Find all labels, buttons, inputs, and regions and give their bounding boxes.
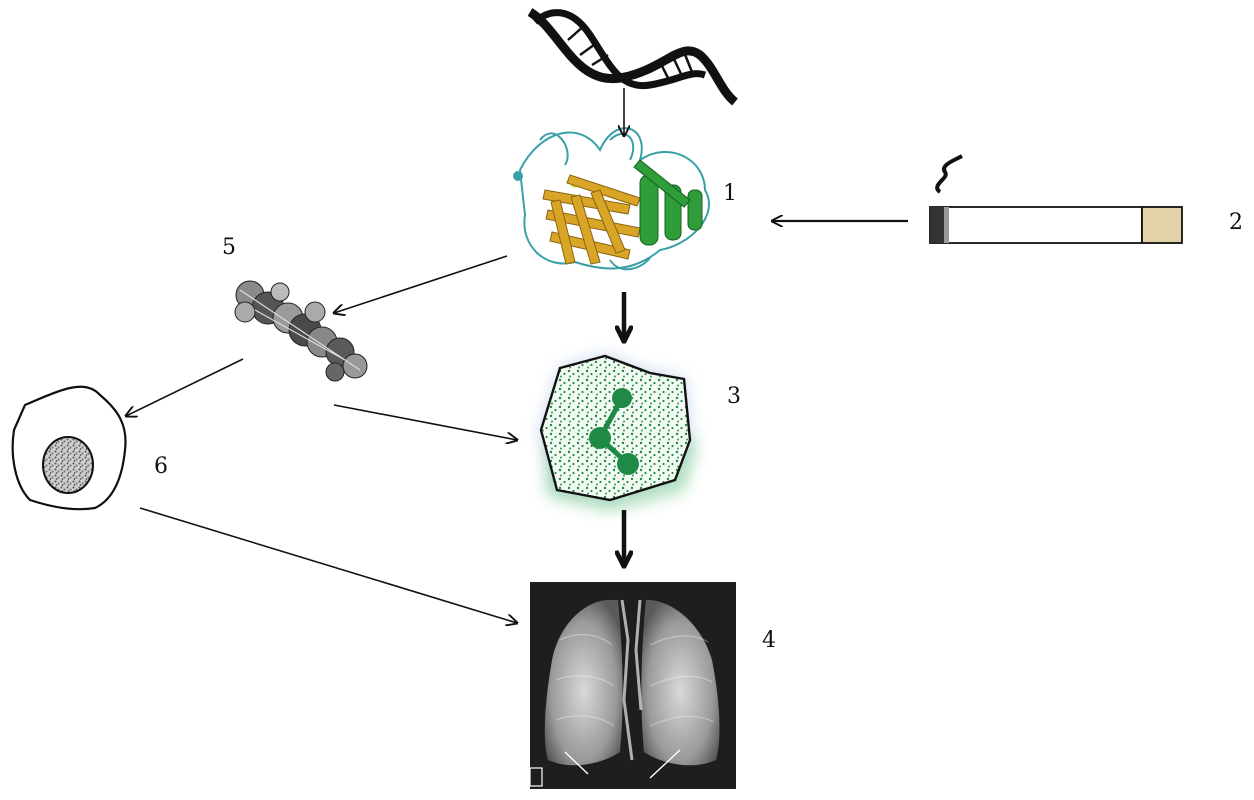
label-node-2: 2 <box>1229 210 1243 235</box>
dna-helix-icon <box>527 8 739 106</box>
arrow-polymer-to-aggregate <box>333 404 517 440</box>
cigarette-icon <box>929 154 1183 244</box>
label-node-3: 3 <box>727 384 741 409</box>
arrow-polymer-to-cell <box>126 358 244 416</box>
label-node-4: 4 <box>762 628 776 653</box>
cell-aggregate-icon <box>539 354 697 511</box>
polymer-chain-icon <box>234 280 368 382</box>
lung-radiograph-icon <box>529 582 736 789</box>
arrows <box>126 88 908 623</box>
protein-structure-icon <box>513 127 710 271</box>
label-node-5: 5 <box>222 235 236 260</box>
label-node-1: 1 <box>723 181 737 206</box>
arrow-protein-to-polymer <box>334 255 508 313</box>
cell-icon <box>11 385 127 511</box>
label-node-6: 6 <box>154 454 168 479</box>
arrow-cell-to-lung <box>139 507 517 623</box>
